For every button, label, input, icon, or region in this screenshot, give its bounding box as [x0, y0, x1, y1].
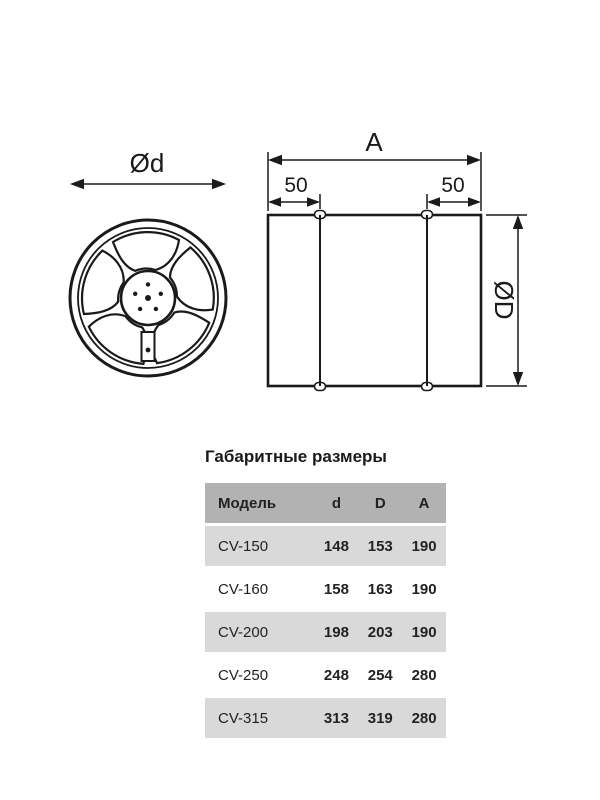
table-row: CV-200 198 203 190: [205, 612, 446, 652]
dimensions-table: Модель d D A CV-150 148 153 190 CV-160 1…: [205, 480, 446, 741]
label-left-flange: 50: [284, 174, 307, 197]
cell-a: 190: [411, 537, 437, 555]
cell-a: 190: [411, 580, 437, 598]
cell-d: 148: [323, 537, 349, 555]
fan-blades: [73, 231, 222, 373]
cell-d: 158: [323, 580, 349, 598]
table-row: CV-160 158 163 190: [205, 569, 446, 609]
cell-model: CV-315: [218, 709, 269, 727]
table-row: CV-315 313 319 280: [205, 698, 446, 738]
dimensions: [70, 152, 527, 387]
duct-body: [266, 213, 483, 388]
cell-d: 198: [323, 623, 349, 641]
cell-big-d: 203: [367, 623, 393, 641]
cell-model: CV-200: [218, 623, 269, 641]
label-right-flange: 50: [441, 174, 464, 197]
cell-d: 313: [323, 709, 349, 727]
cell-a: 280: [411, 709, 437, 727]
table-title: Габаритные размеры: [205, 447, 387, 466]
label-duct-diameter: ØD: [489, 281, 519, 320]
cell-big-d: 153: [367, 537, 393, 555]
dim-right-flange: [426, 194, 481, 209]
cell-a: 190: [411, 623, 437, 641]
fan-front-view: [68, 218, 228, 378]
table-row: CV-150 148 153 190: [205, 526, 446, 566]
table-row: CV-250 248 254 280: [205, 655, 446, 695]
cell-model: CV-250: [218, 666, 269, 684]
label-fan-diameter: Ød: [130, 148, 165, 178]
cell-model: CV-150: [218, 537, 269, 555]
fan-motor-bracket: [140, 331, 156, 362]
cell-model: CV-160: [218, 580, 269, 598]
col-header-d: d: [331, 494, 342, 512]
dimensions-section: Габаритные размеры Модель d D A CV-150 1…: [205, 447, 446, 741]
technical-drawing: Ød A 50 50 ØD: [68, 127, 527, 392]
table-header-row: Модель d D A: [205, 483, 446, 523]
col-header-a: A: [418, 494, 430, 512]
fan-inner-rim: [77, 227, 219, 369]
cell-a: 280: [411, 666, 437, 684]
label-length-a: A: [365, 127, 383, 157]
cell-big-d: 319: [367, 709, 393, 727]
fan-outer-rim: [68, 218, 228, 378]
duct-side-view: [266, 209, 483, 392]
dim-labels: Ød A 50 50 ØD: [130, 127, 519, 320]
cell-big-d: 163: [367, 580, 393, 598]
col-header-model: Модель: [218, 494, 277, 512]
dim-length-a: [267, 152, 482, 211]
cell-big-d: 254: [367, 666, 393, 684]
fan-hub-bolts: [133, 282, 163, 353]
col-header-big-d: D: [374, 494, 386, 512]
cell-d: 248: [323, 666, 349, 684]
dim-left-flange: [268, 194, 321, 209]
dim-fan-diameter: [70, 178, 226, 190]
dim-duct-diameter: [486, 214, 527, 387]
